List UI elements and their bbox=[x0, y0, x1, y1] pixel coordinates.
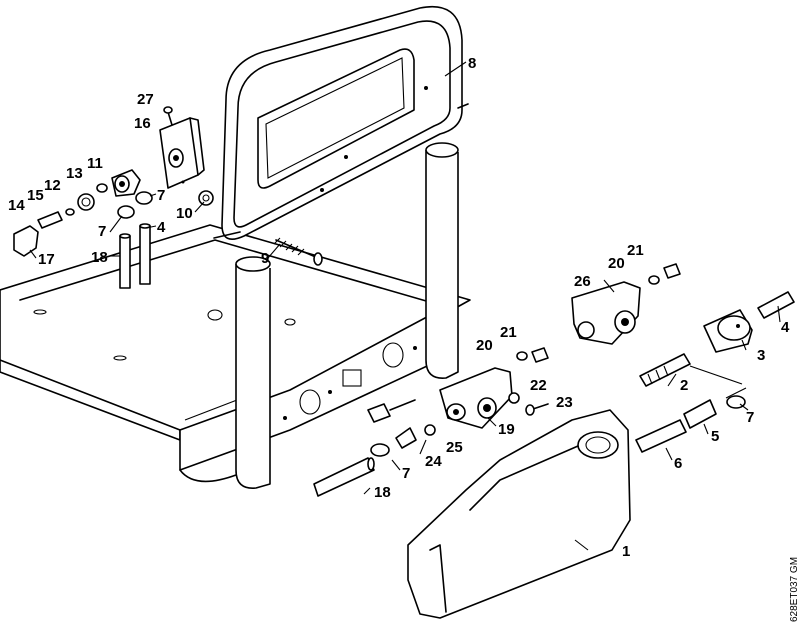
callout-20-center: 20 bbox=[476, 337, 493, 354]
bracket-part-16 bbox=[159, 117, 205, 189]
callout-16: 16 bbox=[134, 115, 151, 132]
fitting-part-24 bbox=[395, 427, 417, 449]
washer-part-20-center bbox=[516, 351, 528, 361]
callout-20-right: 20 bbox=[608, 255, 625, 272]
callout-4-left: 4 bbox=[157, 219, 166, 236]
screw-part-23 bbox=[525, 403, 549, 416]
fitting-part-5 bbox=[683, 399, 717, 429]
callout-7-left: 7 bbox=[98, 223, 106, 240]
fitting-part-6 bbox=[635, 419, 687, 453]
callout-25: 25 bbox=[446, 439, 463, 456]
callout-4-right: 4 bbox=[781, 319, 790, 336]
washer-part-15 bbox=[65, 208, 75, 216]
callout-2: 2 bbox=[680, 377, 688, 394]
callout-18-lower: 18 bbox=[374, 484, 391, 501]
callout-7-upper: 7 bbox=[157, 187, 165, 204]
oring-part-13 bbox=[96, 183, 108, 193]
callout-23: 23 bbox=[556, 394, 573, 411]
callout-11: 11 bbox=[87, 155, 103, 172]
bracket-part-26 bbox=[571, 281, 641, 345]
fitting-part-25 bbox=[424, 424, 436, 436]
clamp-part-7-upper bbox=[117, 191, 153, 219]
callout-6: 6 bbox=[674, 455, 682, 472]
callout-1: 1 bbox=[622, 543, 630, 560]
screw-part-9 bbox=[273, 237, 323, 266]
callout-21-center: 21 bbox=[500, 324, 517, 341]
callout-7-right: 7 bbox=[746, 409, 754, 426]
callout-18-upper: 18 bbox=[91, 249, 108, 266]
callout-19: 19 bbox=[498, 421, 515, 438]
nut-part-10 bbox=[198, 190, 214, 206]
callout-21-right: 21 bbox=[627, 242, 644, 259]
valve-part-14 bbox=[37, 211, 63, 229]
hose-part-18-lower bbox=[313, 457, 375, 497]
assembly-guide-lines bbox=[689, 365, 747, 399]
clamp-part-7-center bbox=[370, 443, 390, 457]
fitting-part-2 bbox=[639, 353, 691, 387]
nut-part-12 bbox=[77, 193, 95, 211]
screw-part-27 bbox=[163, 106, 173, 126]
screw-part-21-right bbox=[663, 263, 681, 279]
handle-frame bbox=[213, 6, 469, 240]
manifold-part-19 bbox=[439, 367, 513, 429]
callout-3: 3 bbox=[757, 347, 765, 364]
screw-part-21-center bbox=[531, 347, 549, 363]
callout-24: 24 bbox=[425, 453, 442, 470]
hose-part-4-upper bbox=[139, 223, 151, 285]
callout-26: 26 bbox=[574, 273, 591, 290]
knob-part-17 bbox=[13, 225, 39, 257]
callout-9: 9 bbox=[261, 250, 269, 267]
callout-7-center: 7 bbox=[402, 465, 410, 482]
callout-12: 12 bbox=[44, 177, 61, 194]
hose-part-18-upper bbox=[119, 233, 131, 289]
sensor-detail bbox=[367, 399, 416, 423]
callout-22: 22 bbox=[530, 377, 547, 394]
callouts: 1 2 3 4 4 5 6 7 7 7 7 8 9 10 11 12 13 14… bbox=[8, 55, 790, 560]
fitting-part-11 bbox=[111, 169, 141, 197]
hose-part-4-right bbox=[757, 291, 795, 319]
callout-10: 10 bbox=[176, 205, 193, 222]
callout-17: 17 bbox=[38, 251, 55, 268]
leader-lines bbox=[29, 61, 781, 551]
fuel-tank-part-1 bbox=[407, 409, 631, 619]
drawing-code: 628ET037 GM bbox=[789, 557, 800, 622]
callout-13: 13 bbox=[66, 165, 83, 182]
callout-8: 8 bbox=[468, 55, 476, 72]
cap-part-3 bbox=[703, 309, 753, 353]
callout-15: 15 bbox=[27, 187, 44, 204]
callout-14: 14 bbox=[8, 197, 25, 214]
washer-part-20-right bbox=[648, 275, 660, 285]
callout-27: 27 bbox=[137, 91, 154, 108]
washer-part-22 bbox=[508, 392, 520, 404]
tube-frame bbox=[179, 142, 459, 489]
callout-5: 5 bbox=[711, 428, 719, 445]
